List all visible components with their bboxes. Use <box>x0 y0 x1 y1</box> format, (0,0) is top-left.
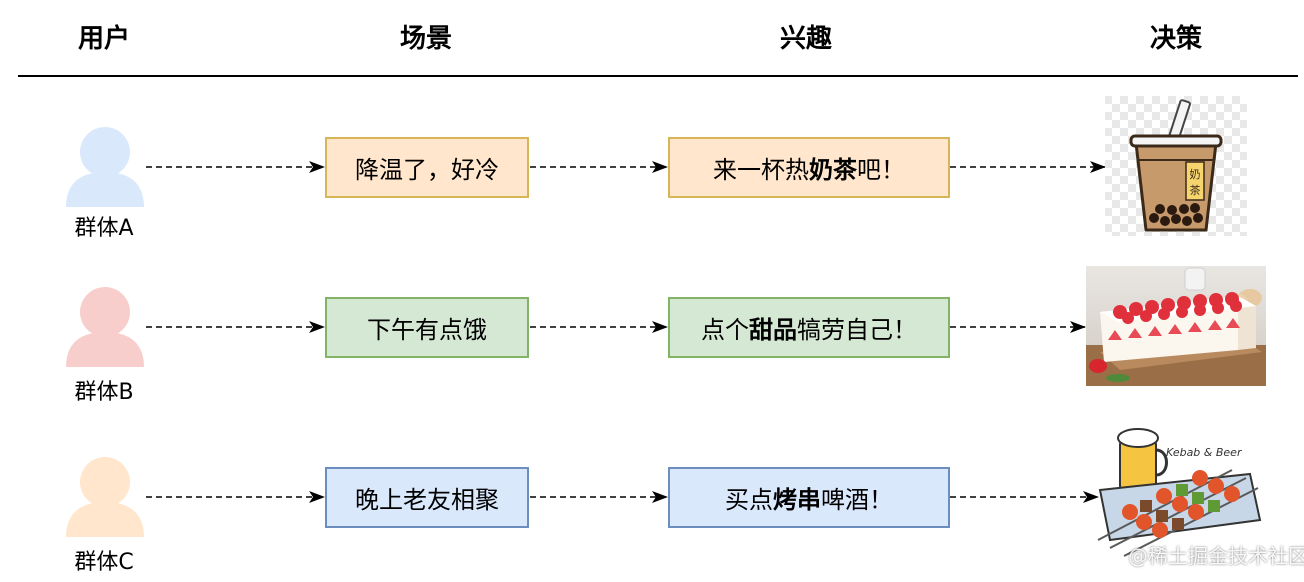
header-decision: 决策 <box>1149 24 1203 54</box>
avatar-icon <box>66 127 144 207</box>
scene-text-b: 下午有点饿 <box>367 316 487 344</box>
header-divider <box>18 75 1298 77</box>
cup-label-1: 奶 <box>1190 167 1201 181</box>
interest-box-b: 点个甜品犒劳自己！ <box>668 297 950 358</box>
strawberry-cake-icon <box>1086 266 1266 386</box>
interest-box-c: 买点烤串啤酒！ <box>668 467 950 528</box>
header-scene: 场景 <box>399 24 453 54</box>
avatar-icon <box>66 287 144 367</box>
avatar-icon <box>66 457 144 537</box>
milk-tea-icon: 奶 茶 <box>1105 96 1247 236</box>
scene-box-b: 下午有点饿 <box>325 297 529 358</box>
group-label-a: 群体A <box>74 216 134 241</box>
kebab-sign: Kebab & Beer <box>1166 446 1243 459</box>
scene-box-a: 降温了，好冷 <box>325 137 529 198</box>
interest-text-b: 点个甜品犒劳自己！ <box>701 316 917 344</box>
interest-keyword-a: 奶茶 <box>809 156 857 184</box>
header-user: 用户 <box>77 24 131 54</box>
watermark: @稀土掘金技术社区 <box>1128 544 1304 568</box>
interest-text-a: 来一杯热奶茶吧！ <box>713 156 905 184</box>
group-label-c: 群体C <box>74 550 134 575</box>
scene-text-c: 晚上老友相聚 <box>355 486 499 514</box>
scene-box-c: 晚上老友相聚 <box>325 467 529 528</box>
header-interest: 兴趣 <box>779 24 833 54</box>
kebab-beer-icon: Kebab & Beer <box>1097 428 1262 557</box>
interest-box-a: 来一杯热奶茶吧！ <box>668 137 950 198</box>
interest-text-c: 买点烤串啤酒！ <box>725 486 893 514</box>
group-label-b: 群体B <box>74 380 134 405</box>
interest-keyword-b: 甜品 <box>749 316 797 344</box>
scene-text-a: 降温了，好冷 <box>355 156 499 184</box>
interest-keyword-c: 烤串 <box>773 486 821 514</box>
cup-label-2: 茶 <box>1190 184 1201 197</box>
